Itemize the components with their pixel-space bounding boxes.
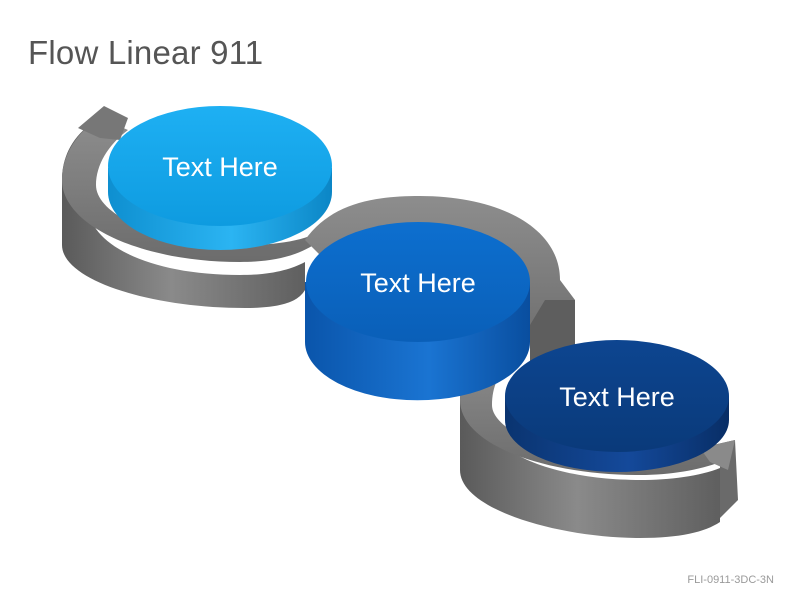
step-3-label: Text Here — [559, 382, 675, 412]
footer-code: FLI-0911-3DC-3N — [687, 574, 774, 586]
track-wall-3 — [460, 352, 720, 538]
track-top-1 — [62, 118, 330, 262]
slide-title: Flow Linear 911 — [28, 34, 264, 71]
step-3: Text Here — [505, 340, 729, 472]
step-2-top — [306, 222, 530, 342]
step-1: Text Here — [108, 106, 332, 250]
step-1-top — [108, 106, 332, 226]
step-1-label: Text Here — [162, 152, 278, 182]
step-2: Text Here — [305, 222, 530, 401]
step-3-top — [505, 340, 729, 452]
track-mid-band — [305, 196, 575, 360]
track-arrow-start — [78, 106, 128, 140]
step-2-label: Text Here — [360, 268, 476, 298]
track-wall-1 — [62, 118, 305, 308]
